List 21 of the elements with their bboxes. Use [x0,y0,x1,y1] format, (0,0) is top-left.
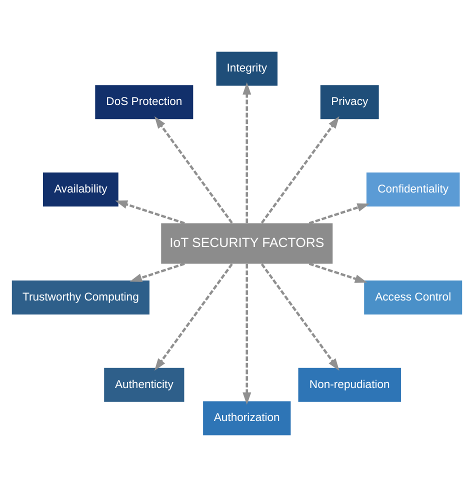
arrow [115,200,185,224]
arrow [154,263,233,371]
arrow [130,262,185,282]
node-box: Access Control [364,280,462,314]
arrow [260,263,340,371]
node-box: Trustworthy Computing [12,280,150,314]
node-box: Authorization [203,401,291,436]
node-box: IoT SECURITY FACTORS [161,223,333,264]
node-box: Privacy [320,85,379,120]
arrow [308,262,368,283]
node-box: Non-repudiation [298,368,401,402]
arrow [308,203,370,224]
arrow [154,116,233,224]
node-box: Availability [42,172,118,206]
node-box: Authenticity [104,368,184,402]
arrow [242,82,252,224]
arrow [242,264,252,405]
arrow [260,116,340,224]
node-box: DoS Protection [95,85,194,120]
node-box: Confidentiality [366,172,460,206]
node-box: Integrity [216,52,278,86]
